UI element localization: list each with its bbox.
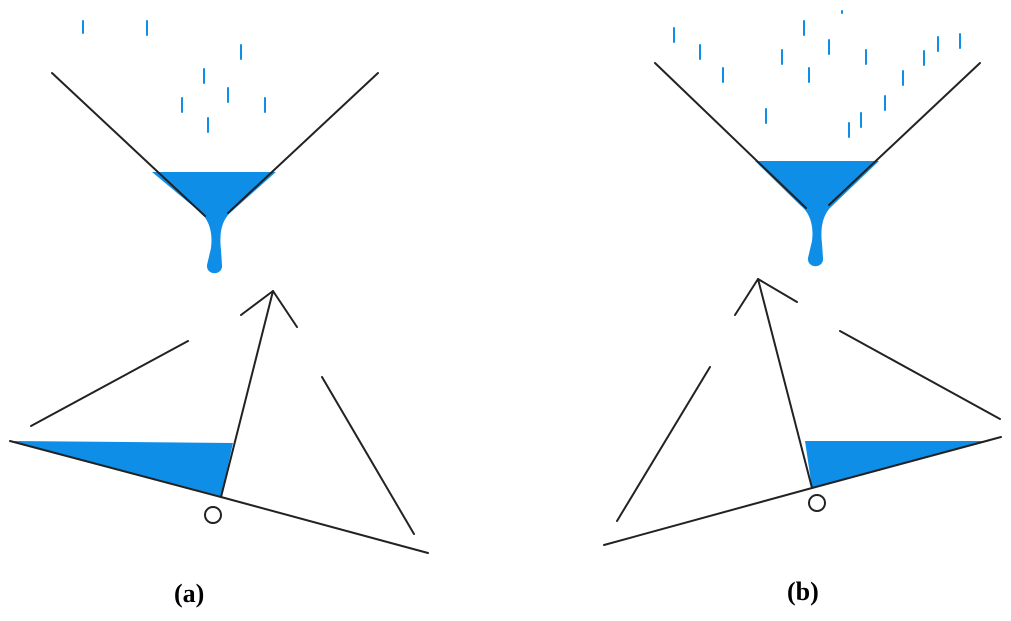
tipping-bucket	[9, 290, 429, 554]
rain-drops	[673, 10, 961, 138]
pivot-icon	[204, 506, 222, 524]
rain-drops	[82, 20, 266, 133]
funnel-water	[152, 172, 276, 274]
panel-a: (a)	[9, 20, 429, 608]
bucket-water	[12, 441, 233, 496]
tip-arrow-head	[734, 278, 798, 316]
panel-b: (b)	[603, 10, 1002, 606]
funnel	[654, 62, 981, 267]
pivot-icon	[808, 494, 826, 512]
caption-a: (a)	[174, 579, 204, 608]
funnel	[51, 72, 379, 274]
tipping-bucket	[603, 278, 1002, 546]
caption-b: (b)	[787, 577, 819, 606]
tip-arrow-head	[240, 290, 298, 328]
